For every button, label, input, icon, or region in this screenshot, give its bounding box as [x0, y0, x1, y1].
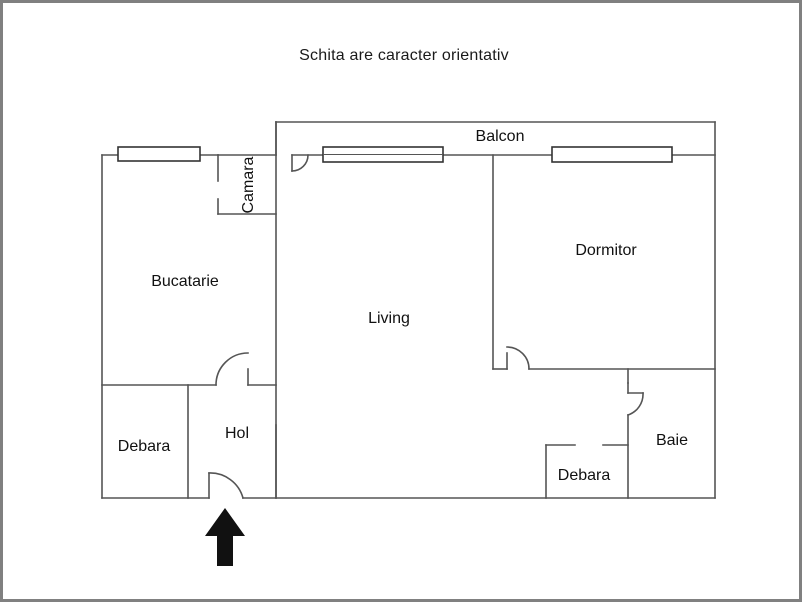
door-entrance-arc	[208, 472, 244, 499]
door-baie-arc	[626, 392, 644, 417]
window-dormitor	[551, 146, 673, 163]
room-label-hol: Hol	[224, 425, 250, 442]
room-label-debara-right: Debara	[557, 467, 611, 484]
window-bucatarie	[117, 146, 201, 162]
floor-plan-drawing	[101, 121, 716, 566]
room-label-camara: Camara	[240, 156, 257, 214]
room-label-bucatarie: Bucatarie	[151, 273, 219, 290]
room-label-living: Living	[368, 310, 410, 327]
room-label-debara-left: Debara	[117, 438, 171, 455]
door-dormitor-arc	[506, 346, 530, 370]
door-bucatarie-hol-arc	[215, 352, 249, 386]
door-balcon-living-arc	[291, 154, 309, 172]
windows-group	[117, 146, 673, 163]
room-label-dormitor: Dormitor	[575, 242, 637, 259]
entrance-arrow-icon	[205, 508, 245, 566]
room-label-balcon: Balcon	[475, 128, 525, 145]
room-label-baie: Baie	[655, 432, 689, 449]
page-title: Schita are caracter orientativ	[299, 47, 509, 64]
